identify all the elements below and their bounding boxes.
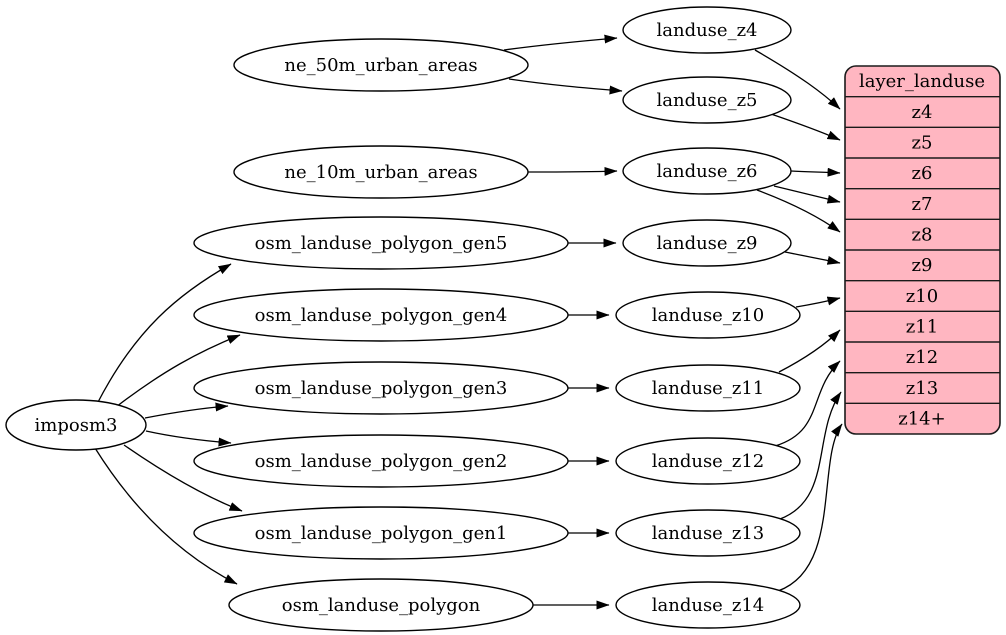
node-osm-landuse-polygon-gen5-label: osm_landuse_polygon_gen5	[255, 233, 508, 254]
table-row-z4: z4	[912, 102, 933, 123]
node-osm-landuse-polygon-gen3-shape	[193, 361, 569, 415]
node-ne-50m-urban-areas-shape	[233, 38, 529, 92]
edge-imposm3-gen4	[115, 334, 241, 408]
table-row-z12: z12	[906, 347, 938, 368]
node-landuse-z10-shape	[615, 291, 801, 339]
node-osm-landuse-polygon-gen3: osm_landuse_polygon_gen3	[193, 361, 569, 415]
table-row-z5: z5	[912, 133, 933, 154]
node-osm-landuse-polygon-gen2-shape	[193, 434, 569, 488]
node-landuse-z6-label: landuse_z6	[656, 161, 757, 182]
node-landuse-z6-shape	[622, 147, 792, 195]
node-osm-landuse-polygon-gen1-label: osm_landuse_polygon_gen1	[255, 523, 508, 544]
node-osm-landuse-polygon: osm_landuse_polygon	[228, 578, 534, 632]
edge-landuse-z6-row-z6	[790, 167, 841, 177]
nodes-layer: imposm3 ne_50m_urban_areas ne_10m_urban_…	[5, 6, 801, 632]
table-row-z9: z9	[912, 255, 933, 276]
table-row-z7: z7	[912, 194, 933, 215]
node-landuse-z5-label: landuse_z5	[656, 90, 757, 111]
table-layer-landuse: layer_landuse z4 z5 z6 z7 z8 z9 z10 z11 …	[844, 65, 1001, 435]
node-landuse-z4-label: landuse_z4	[656, 20, 757, 41]
edge-imposm3-poly	[94, 447, 238, 585]
edges-layer	[94, 34, 843, 610]
node-landuse-z12-label: landuse_z12	[652, 451, 764, 472]
node-osm-landuse-polygon-gen5-shape	[193, 216, 569, 270]
edge-landuse-z14-row-z14plus	[777, 423, 843, 592]
edge-imposm3-gen2	[145, 430, 232, 447]
node-landuse-z13-shape	[615, 509, 801, 557]
node-osm-landuse-polygon-gen4-shape	[193, 288, 569, 342]
node-osm-landuse-polygon-gen5: osm_landuse_polygon_gen5	[193, 216, 569, 270]
edge-imposm3-gen1	[123, 444, 243, 512]
node-ne-50m-urban-areas-label: ne_50m_urban_areas	[284, 55, 477, 76]
node-imposm3-label: imposm3	[35, 415, 118, 436]
edge-landuse-z11-row-z11	[778, 329, 841, 373]
table-row-z10: z10	[906, 286, 938, 307]
node-landuse-z14-shape	[615, 581, 801, 629]
node-landuse-z12-shape	[615, 437, 801, 485]
edge-imposm3-gen3	[144, 402, 229, 419]
edge-landuse-z9-row-z9	[784, 251, 841, 265]
node-osm-landuse-polygon-gen2: osm_landuse_polygon_gen2	[193, 434, 569, 488]
node-landuse-z14: landuse_z14	[615, 581, 801, 629]
node-landuse-z6: landuse_z6	[622, 147, 792, 195]
node-osm-landuse-polygon-label: osm_landuse_polygon	[282, 595, 481, 616]
node-landuse-z10: landuse_z10	[615, 291, 801, 339]
edge-landuse-z5-row-z5	[770, 113, 841, 141]
node-ne-10m-urban-areas-shape	[233, 145, 529, 199]
node-landuse-z13: landuse_z13	[615, 509, 801, 557]
node-landuse-z5: landuse_z5	[622, 76, 792, 124]
table-row-z6: z6	[912, 163, 933, 184]
node-landuse-z4-shape	[622, 6, 792, 54]
table-row-z13: z13	[906, 378, 938, 399]
node-ne-10m-urban-areas: ne_10m_urban_areas	[233, 145, 529, 199]
table-row-z11: z11	[906, 317, 938, 338]
edge-landuse-z4-row-z4	[754, 49, 841, 110]
node-imposm3: imposm3	[5, 399, 147, 451]
edge-landuse-z6-row-z8	[756, 189, 841, 233]
node-osm-landuse-polygon-gen3-label: osm_landuse_polygon_gen3	[255, 378, 508, 399]
node-osm-landuse-polygon-shape	[228, 578, 534, 632]
edge-landuse-z13-row-z13	[779, 391, 842, 520]
node-ne-50m-urban-areas: ne_50m_urban_areas	[233, 38, 529, 92]
edge-ne50m-landuse-z5	[508, 78, 623, 95]
node-osm-landuse-polygon-gen4-label: osm_landuse_polygon_gen4	[255, 305, 508, 326]
table-row-z8: z8	[912, 225, 933, 246]
node-landuse-z13-label: landuse_z13	[652, 523, 764, 544]
edge-imposm3-gen5	[96, 263, 232, 405]
node-ne-10m-urban-areas-label: ne_10m_urban_areas	[284, 162, 477, 183]
node-landuse-z9: landuse_z9	[622, 219, 792, 267]
node-landuse-z14-label: landuse_z14	[652, 595, 764, 616]
node-landuse-z11-shape	[615, 364, 801, 412]
node-landuse-z12: landuse_z12	[615, 437, 801, 485]
edge-landuse-z10-row-z10	[795, 296, 841, 308]
edge-landuse-z6-row-z7	[773, 185, 841, 204]
node-imposm3-shape	[5, 399, 147, 451]
node-landuse-z4: landuse_z4	[622, 6, 792, 54]
node-landuse-z11: landuse_z11	[615, 364, 801, 412]
node-osm-landuse-polygon-gen2-label: osm_landuse_polygon_gen2	[255, 451, 508, 472]
node-osm-landuse-polygon-gen1: osm_landuse_polygon_gen1	[193, 506, 569, 560]
node-landuse-z11-label: landuse_z11	[652, 378, 764, 399]
edge-ne50m-landuse-z4	[503, 34, 618, 51]
node-landuse-z9-label: landuse_z9	[656, 233, 757, 254]
edge-ne10m-landuse-z6	[527, 166, 618, 176]
edge-landuse-z12-row-z12	[774, 360, 841, 447]
table-header-label: layer_landuse	[859, 71, 985, 92]
node-osm-landuse-polygon-gen1-shape	[193, 506, 569, 560]
node-landuse-z10-label: landuse_z10	[652, 305, 764, 326]
node-landuse-z9-shape	[622, 219, 792, 267]
table-row-z14plus: z14+	[898, 409, 945, 430]
node-osm-landuse-polygon-gen4: osm_landuse_polygon_gen4	[193, 288, 569, 342]
node-landuse-z5-shape	[622, 76, 792, 124]
